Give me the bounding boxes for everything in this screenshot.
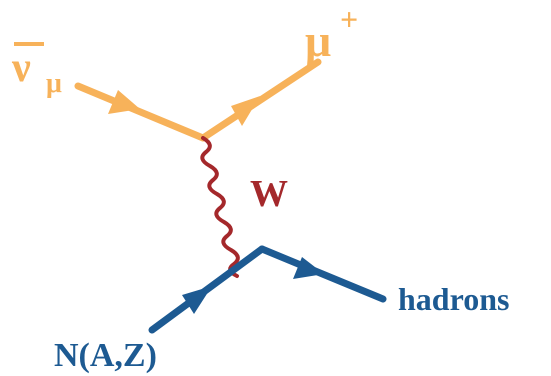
hadron-lines <box>148 245 387 334</box>
w-boson-label: W <box>250 173 288 215</box>
hadrons-arrow-icon <box>293 257 324 279</box>
antineutrino-arrow-icon <box>108 90 140 114</box>
antineutrino-symbol: ν <box>11 45 31 91</box>
hadrons-label: hadrons <box>398 281 509 317</box>
antineutrino-subscript: μ <box>46 68 62 99</box>
muon-symbol: μ <box>305 15 331 66</box>
muon-label: μ + <box>305 1 358 66</box>
lepton-lines <box>74 58 322 142</box>
nucleus-label: N(A,Z) <box>54 337 157 374</box>
muon-line <box>199 58 322 142</box>
muon-superscript: + <box>340 1 358 37</box>
nucleus-arrow-icon <box>182 286 212 314</box>
antineutrino-label: ν μ <box>11 42 62 99</box>
antineutrino-line <box>74 82 207 142</box>
muon-arrow-icon <box>231 96 260 126</box>
w-boson-wavy-line <box>200 136 240 278</box>
